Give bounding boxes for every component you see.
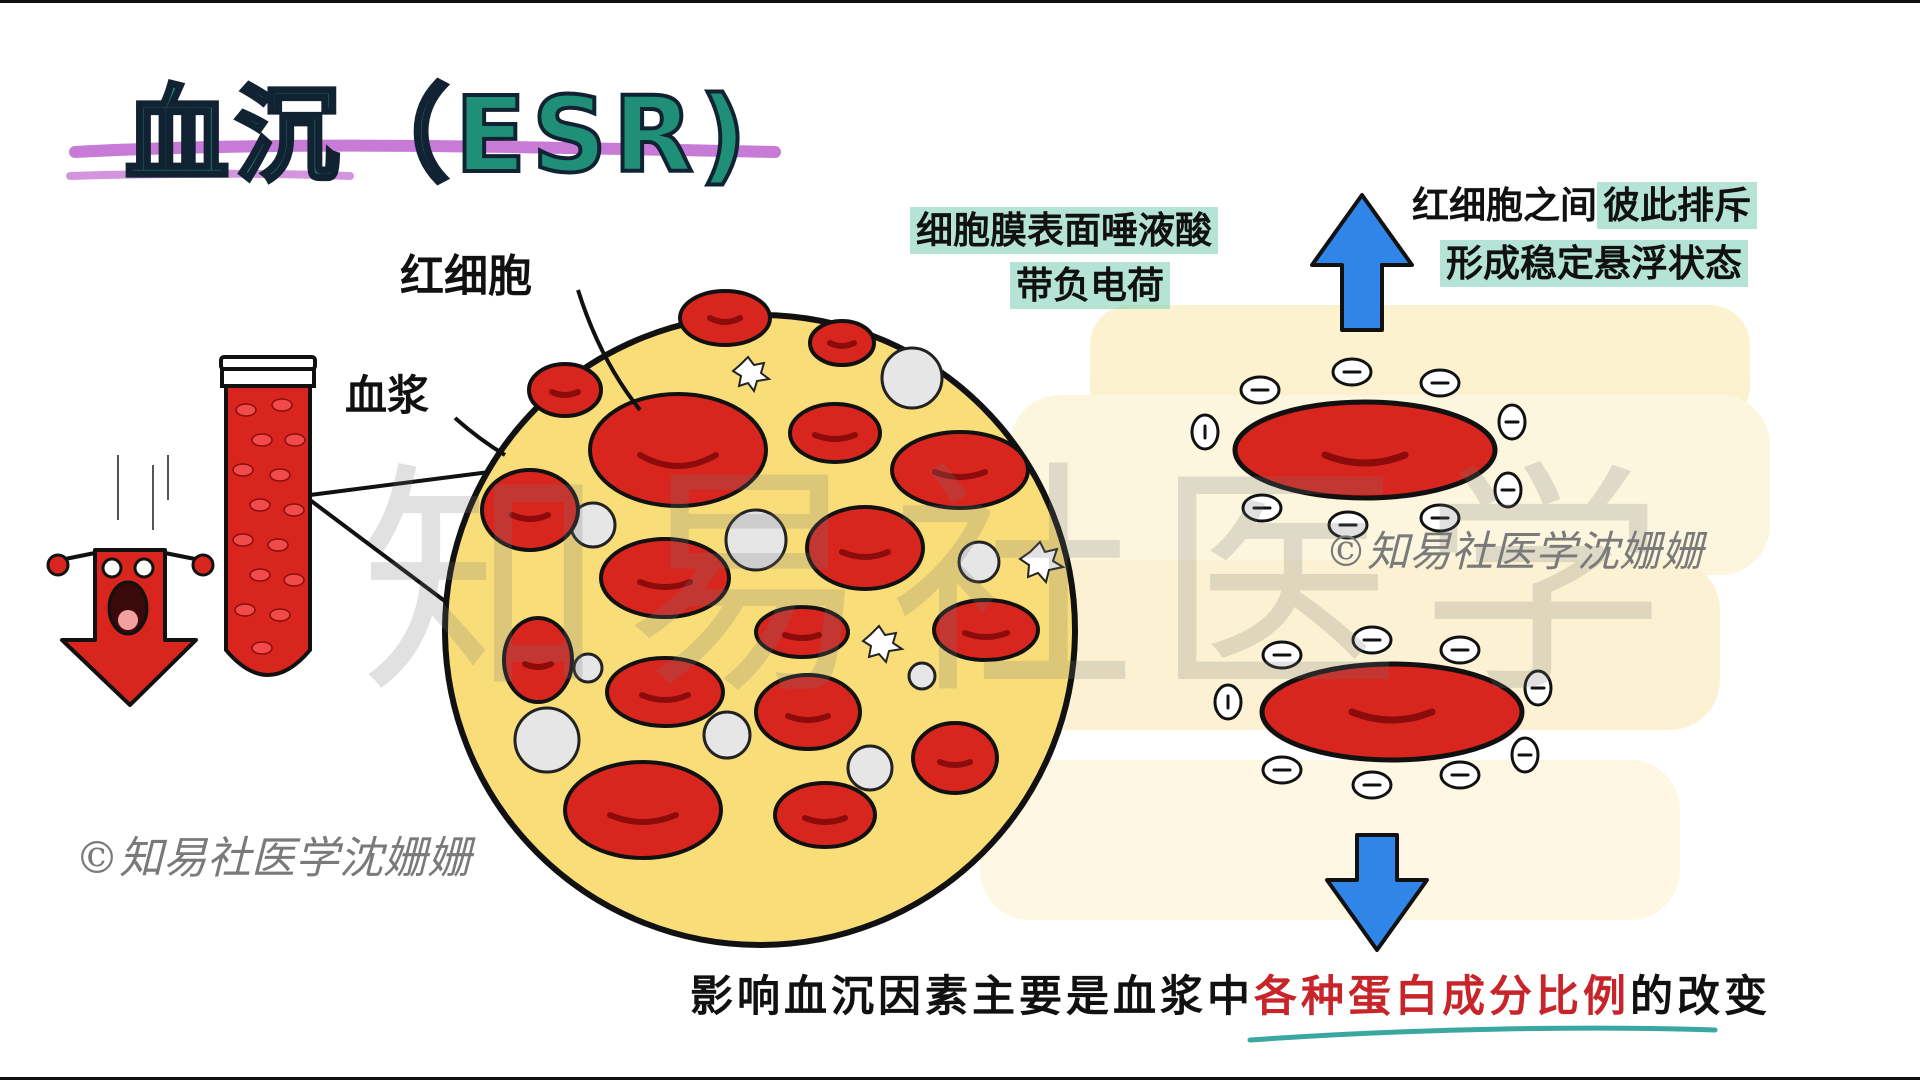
bottom-caption-part2: 的改变 xyxy=(1630,972,1771,1022)
label-plasma: 血浆 xyxy=(345,371,430,420)
charged-rbc-top xyxy=(1190,357,1527,540)
rbc-pointer-line xyxy=(576,289,642,412)
test-tube-icon xyxy=(219,355,317,677)
repel-line2-text: 形成稳定悬浮状态 xyxy=(1440,240,1748,287)
magnified-blood-view xyxy=(442,289,1078,948)
repel-line1-plain: 红细胞之间 xyxy=(1412,184,1597,227)
falling-arrow-character-icon xyxy=(46,455,215,707)
membrane-line1-text: 细胞膜表面唾液酸 xyxy=(910,207,1218,254)
zoom-callout xyxy=(308,468,506,622)
title-underline-2 xyxy=(66,169,354,180)
label-red-blood-cell: 红细胞 xyxy=(400,251,532,302)
watermark-large: 知易社医学 xyxy=(360,442,1685,727)
watermark-right: ©知易社医学沈姗姗 xyxy=(1325,527,1704,576)
watermark-left: ©知易社医学沈姗姗 xyxy=(75,833,471,884)
red-blood-cells xyxy=(480,289,1040,860)
label-membrane-line2: 带负电荷 xyxy=(1010,255,1170,309)
rbc-centers xyxy=(509,315,1010,825)
label-membrane-line1: 细胞膜表面唾液酸 xyxy=(910,200,1218,254)
blue-down-arrow-icon xyxy=(1325,833,1429,952)
bottom-caption: 影响血沉因素主要是血浆中各种蛋白成分比例的改变 xyxy=(690,962,1771,1024)
bottom-text-underline xyxy=(1247,1025,1718,1043)
title-underline xyxy=(69,139,781,158)
page-title: 血沉（ESR) xyxy=(123,72,753,198)
label-repel-line2: 形成稳定悬浮状态 xyxy=(1440,233,1748,287)
plasma-pointer-line xyxy=(453,416,507,457)
label-repel-line1: 红细胞之间彼此排斥 xyxy=(1412,175,1757,229)
platelets xyxy=(731,355,1066,665)
bottom-caption-highlight: 各种蛋白成分比例 xyxy=(1254,972,1630,1022)
bottom-caption-part1: 影响血沉因素主要是血浆中 xyxy=(690,972,1254,1022)
charged-rbc-bottom xyxy=(1213,625,1553,800)
membrane-line2-text: 带负电荷 xyxy=(1010,262,1170,309)
white-blood-cells xyxy=(513,346,1001,792)
blue-up-arrow-icon xyxy=(1310,193,1414,332)
repel-line1-highlight: 彼此排斥 xyxy=(1597,182,1757,229)
